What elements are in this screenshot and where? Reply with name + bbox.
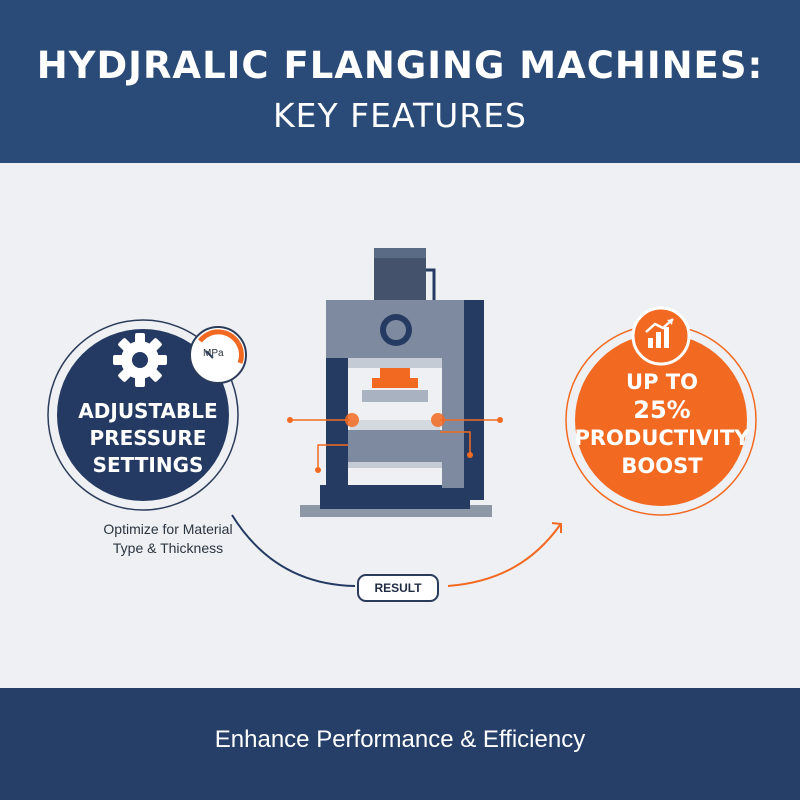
left-label-line2: PRESSURE xyxy=(89,426,207,450)
left-label-line1: ADJUSTABLE xyxy=(78,399,218,423)
hydraulic-press-illustration xyxy=(300,248,492,517)
result-badge: RESULT xyxy=(357,574,439,602)
footer-tagline: Enhance Performance & Efficiency xyxy=(214,726,586,753)
growth-chart-icon xyxy=(631,306,691,366)
pressure-gauge-icon xyxy=(189,326,247,384)
left-feature-label: ADJUSTABLE PRESSURE SETTINGS xyxy=(48,398,248,479)
left-feature-circle xyxy=(47,319,239,511)
gauge-unit-label: MPa xyxy=(203,348,224,359)
right-label-percent: 25% xyxy=(633,396,691,424)
right-label-line4: BOOST xyxy=(621,454,703,478)
connector-curve-right xyxy=(447,524,561,587)
note-line1: Optimize for Material xyxy=(103,521,233,537)
page-title: HYDJRALIC FLANGING MACHINES: xyxy=(36,44,764,87)
footer-banner: Enhance Performance & Efficiency xyxy=(0,688,800,800)
gear-icon xyxy=(113,333,167,387)
page-subtitle: KEY FEATURES xyxy=(272,96,528,135)
connector-curve-left xyxy=(231,514,356,587)
right-feature-label: UP TO 25% PRODUCTIVITY BOOST xyxy=(572,368,752,480)
header-banner: HYDJRALIC FLANGING MACHINES: KEY FEATURE… xyxy=(0,0,800,163)
left-label-line3: SETTINGS xyxy=(92,453,204,477)
right-label-line1: UP TO xyxy=(626,370,698,394)
callout-points xyxy=(287,413,503,473)
right-label-line3: PRODUCTIVITY xyxy=(574,426,750,450)
arrow-head-icon xyxy=(551,522,562,533)
left-feature-note: Optimize for Material Type & Thickness xyxy=(58,520,278,558)
note-line2: Type & Thickness xyxy=(112,540,224,556)
callout-lines xyxy=(290,419,500,470)
